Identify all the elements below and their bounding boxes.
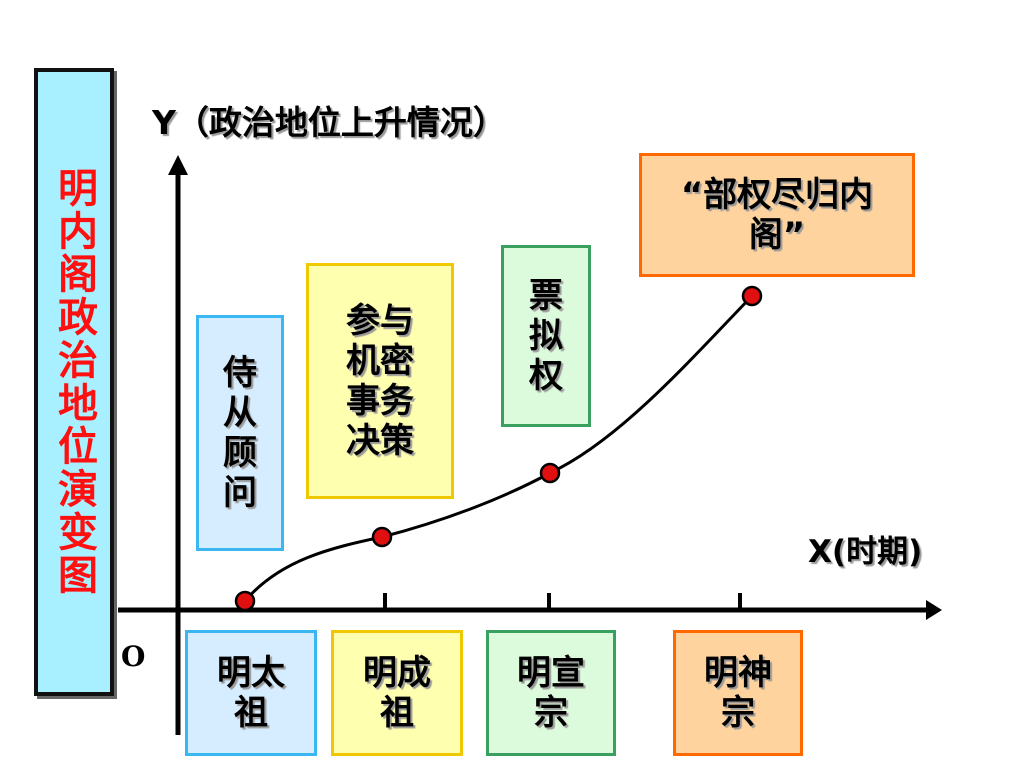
y-axis-arrow — [168, 155, 188, 175]
title-banner: 明内阁政治地位演变图 — [34, 68, 114, 696]
period-box-4: 明神 宗 — [673, 630, 803, 756]
stage-box-1: 侍 从 顾 问 — [196, 315, 284, 551]
stage-3-line-3: 权 — [529, 356, 563, 397]
period-2-line-1: 明成 — [363, 652, 431, 693]
period-box-2: 明成 祖 — [331, 630, 463, 756]
period-1-line-2: 祖 — [234, 693, 268, 733]
period-3-line-1: 明宣 — [517, 652, 585, 693]
origin-label: O — [121, 640, 146, 673]
curve-point-2 — [371, 526, 393, 548]
stage-2-line-1: 参与 — [346, 300, 414, 341]
stage-box-2: 参与 机密 事务 决策 — [306, 263, 454, 499]
curve-point-3 — [539, 462, 561, 484]
x-axis-arrow — [926, 600, 942, 620]
stage-3-line-2: 拟 — [529, 315, 563, 356]
stage-1-line-4: 问 — [223, 473, 257, 514]
stage-2-line-2: 机密 — [346, 340, 414, 381]
stage-3-line-1: 票 — [529, 275, 563, 316]
stage-1-line-2: 从 — [223, 392, 257, 433]
period-2-line-2: 祖 — [380, 693, 414, 733]
curve-point-1 — [234, 590, 256, 612]
stage-box-4: “部权尽归内 阁” — [639, 153, 915, 277]
stage-2-line-4: 决策 — [346, 421, 414, 462]
period-box-3: 明宣 宗 — [486, 630, 616, 756]
curve-point-4 — [741, 285, 763, 307]
period-4-line-1: 明神 — [704, 652, 772, 693]
trend-curve — [243, 294, 754, 602]
period-box-1: 明太 祖 — [185, 630, 317, 756]
stage-box-3: 票 拟 权 — [501, 245, 591, 427]
stage-4-line-1: “部权尽归内 — [680, 174, 874, 215]
period-1-line-1: 明太 — [217, 652, 285, 693]
period-4-line-2: 宗 — [721, 693, 755, 733]
stage-1-line-1: 侍 — [223, 352, 257, 393]
y-axis-label: Y（政治地位上升情况） — [152, 103, 506, 142]
stage-1-line-3: 顾 — [223, 433, 257, 473]
period-3-line-2: 宗 — [534, 693, 568, 733]
diagram-title: 明内阁政治地位演变图 — [51, 167, 97, 597]
stage-2-line-3: 事务 — [346, 381, 414, 421]
x-axis-label: X(时期) — [808, 534, 923, 570]
stage-4-line-2: 阁” — [748, 215, 806, 255]
